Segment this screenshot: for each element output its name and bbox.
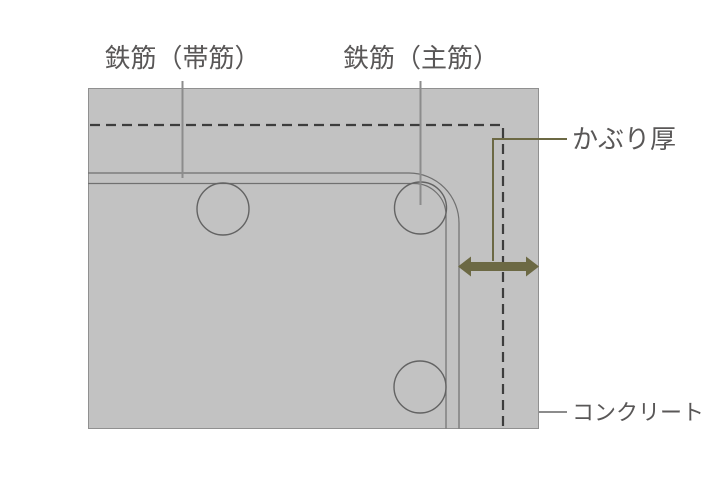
label-hoop-rebar: 鉄筋（帯筋） [104,44,261,73]
cover-thickness-leader-line [492,138,567,261]
cover-boundary-dashed-line [90,123,505,428]
label-cover-thickness: かぶり厚 [572,125,677,154]
concrete-section [88,88,539,429]
main-rebar-circle-bottom [393,360,447,414]
hoop-rebar-outer-line [88,172,460,429]
label-concrete: コンクリート [572,400,705,425]
label-main-rebar: 鉄筋（主筋） [342,44,499,73]
main-rebar-circle-top-left [196,182,250,236]
cover-thickness-arrow [458,256,539,277]
